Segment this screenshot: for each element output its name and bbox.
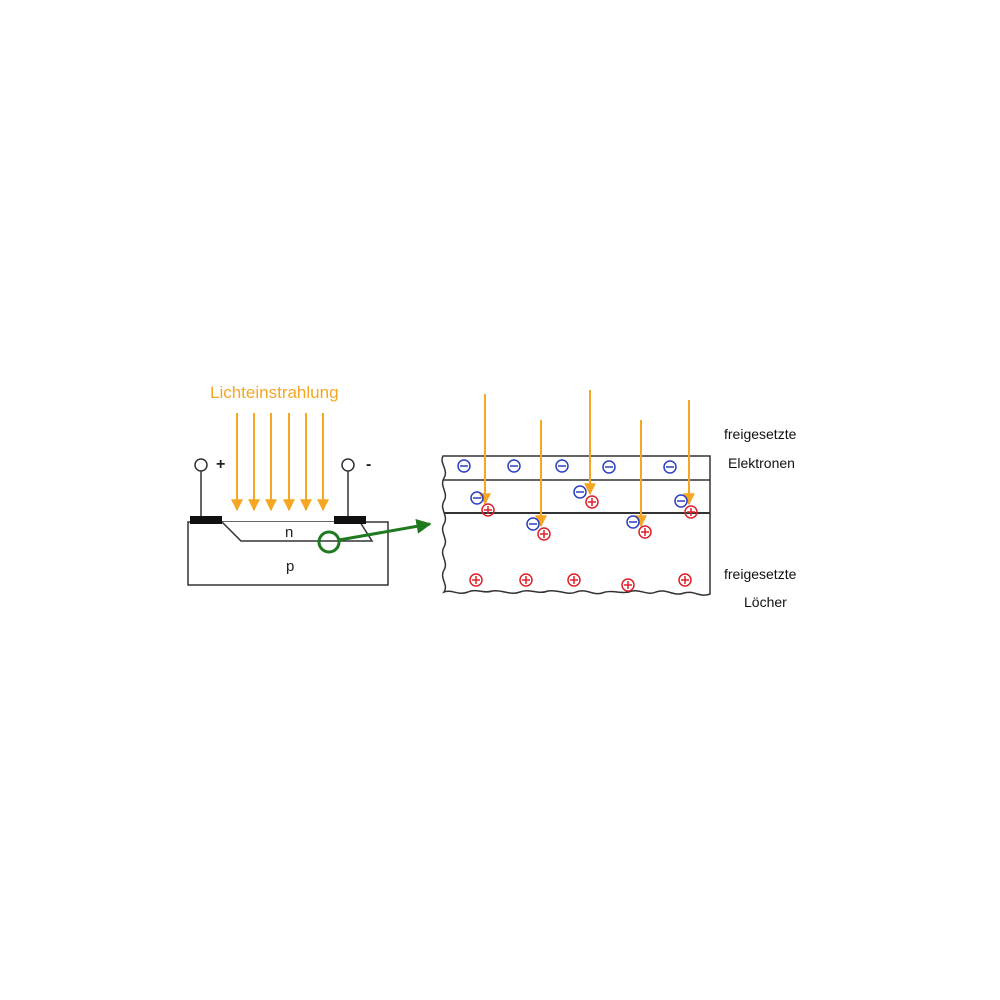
electron-minus-icon	[470, 491, 484, 505]
hole-plus-icon	[678, 573, 692, 587]
magnified-view	[441, 390, 711, 596]
electron-minus-icon	[526, 517, 540, 531]
hole-plus-icon	[684, 505, 698, 519]
minus-contact	[334, 516, 366, 524]
minus-terminal	[341, 458, 355, 516]
electron-minus-icon	[555, 459, 569, 473]
incident-light-arrows	[231, 413, 329, 512]
hole-plus-icon	[519, 573, 533, 587]
electrons-label-line1: freigesetzte	[724, 426, 797, 442]
plus-contact	[190, 516, 222, 524]
holes-label-line2: Löcher	[744, 594, 787, 610]
hole-plus-icon	[585, 495, 599, 509]
hole-plus-icon	[537, 527, 551, 541]
hole-plus-icon	[481, 503, 495, 517]
photon-arrows	[479, 390, 695, 528]
zoom-arrow	[338, 518, 432, 542]
magnified-outline	[441, 455, 711, 596]
hole-plus-icon	[469, 573, 483, 587]
electrons	[457, 459, 688, 531]
p-label: p	[286, 558, 294, 575]
n-label: n	[285, 524, 293, 541]
n-region	[221, 521, 374, 542]
light-title: Lichteinstrahlung	[210, 383, 339, 402]
hole-plus-icon	[638, 525, 652, 539]
zoom-circle	[317, 530, 341, 554]
device-cross-section: Lichteinstrahlung + - n p	[187, 383, 389, 586]
electrons-label-line2: Elektronen	[728, 455, 795, 471]
minus-label: -	[366, 456, 371, 473]
electron-minus-icon	[674, 494, 688, 508]
electron-minus-icon	[602, 460, 616, 474]
plus-terminal	[194, 458, 208, 516]
terminal-circle-icon	[341, 458, 355, 472]
electron-minus-icon	[573, 485, 587, 499]
zoom-indicator	[317, 518, 432, 554]
electron-minus-icon	[457, 459, 471, 473]
plus-label: +	[216, 456, 225, 473]
holes	[469, 495, 698, 592]
terminal-circle-icon	[194, 458, 208, 472]
hole-plus-icon	[567, 573, 581, 587]
electron-minus-icon	[626, 515, 640, 529]
holes-label-line1: freigesetzte	[724, 566, 797, 582]
hole-plus-icon	[621, 578, 635, 592]
electron-minus-icon	[507, 459, 521, 473]
electron-minus-icon	[663, 460, 677, 474]
